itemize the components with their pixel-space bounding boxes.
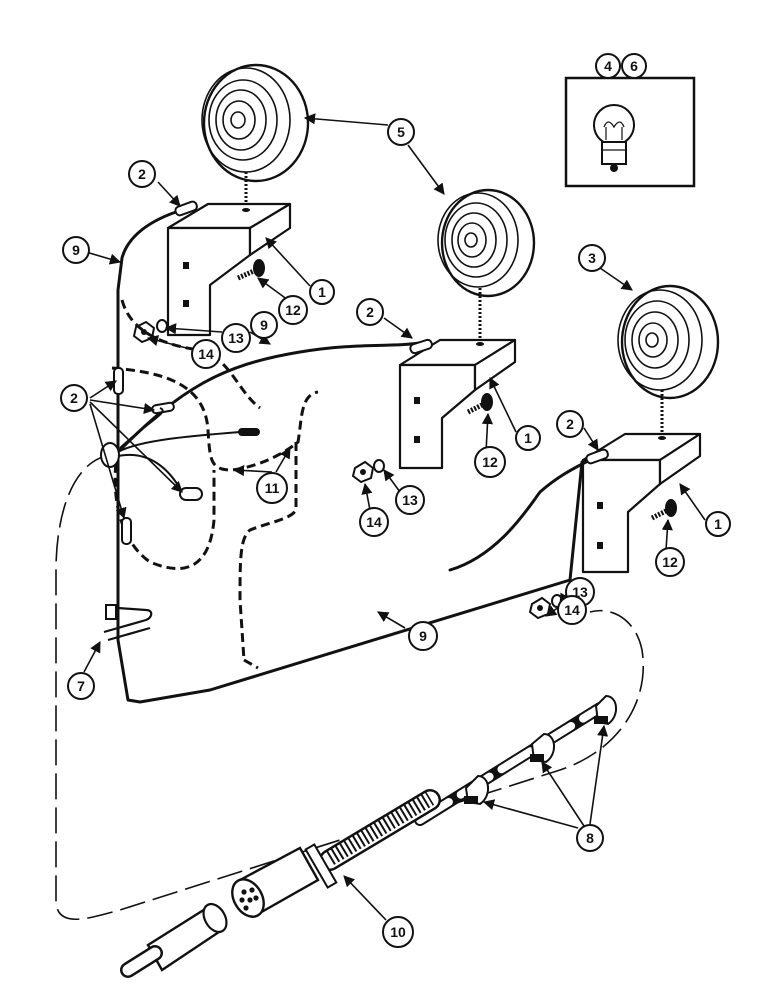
connector-sleeves (100, 200, 609, 545)
dashed-wire-e (243, 658, 259, 670)
svg-text:4: 4 (604, 58, 612, 74)
callout-7: 7 (67, 672, 95, 700)
bolt-12-a (236, 259, 265, 281)
callout-13-b: 13 (395, 485, 425, 515)
svg-text:1: 1 (524, 430, 532, 446)
splice-wires (117, 407, 241, 493)
svg-text:8: 8 (586, 830, 594, 846)
svg-text:9: 9 (72, 242, 80, 258)
callout-2-d: 2 (60, 384, 88, 412)
plug-assembly (120, 789, 441, 978)
svg-text:1: 1 (714, 516, 722, 532)
harness-wire-mid (118, 340, 427, 452)
callout-5: 5 (387, 118, 415, 146)
svg-text:2: 2 (70, 390, 78, 406)
svg-text:10: 10 (390, 924, 406, 940)
bracket-middle (398, 338, 517, 470)
cable-sleeve (414, 694, 617, 826)
svg-text:3: 3 (588, 250, 596, 266)
harness-wire-main (116, 208, 584, 704)
callout-14-c: 14 (557, 595, 587, 625)
svg-text:14: 14 (198, 346, 214, 362)
bulb-inset (564, 76, 696, 188)
callout-2-a: 2 (128, 160, 156, 188)
callout-8: 8 (576, 824, 604, 852)
dashed-wire-d (238, 442, 298, 661)
callout-14-a: 14 (191, 339, 221, 369)
bolt-12-b (466, 393, 493, 415)
dashed-wire-b (111, 366, 319, 472)
nut-washer-b (351, 459, 385, 484)
harness-wire-right (448, 458, 592, 572)
svg-text:6: 6 (630, 58, 638, 74)
callout-12-b: 12 (474, 446, 506, 478)
bolt-12-c (650, 499, 677, 521)
leader-lines (83, 113, 706, 921)
callout-9-c: 9 (408, 621, 438, 651)
callout-10: 10 (382, 916, 414, 948)
lamp-top-left (201, 63, 310, 208)
callout-4: 4 (595, 53, 621, 79)
svg-text:12: 12 (662, 554, 678, 570)
svg-text:14: 14 (564, 602, 580, 618)
svg-text:11: 11 (265, 480, 280, 496)
callout-12-c: 12 (655, 547, 685, 577)
svg-text:2: 2 (566, 416, 574, 432)
callout-2-b: 2 (356, 298, 384, 326)
callout-9-b: 9 (250, 311, 278, 339)
callout-1-b: 1 (515, 425, 541, 451)
svg-text:13: 13 (228, 330, 244, 346)
svg-text:7: 7 (77, 678, 85, 694)
dashed-wire-c (113, 449, 216, 571)
cable-clip (103, 604, 153, 642)
clip-8-c (594, 694, 617, 726)
callout-1-a: 1 (309, 279, 335, 305)
svg-text:2: 2 (138, 166, 146, 182)
callout-14-b: 14 (359, 507, 389, 537)
svg-text:13: 13 (402, 492, 418, 508)
svg-text:14: 14 (366, 514, 382, 530)
bracket-top-left (166, 202, 292, 337)
callout-9-a: 9 (62, 236, 90, 264)
bulb-icon (593, 104, 635, 172)
lamp-right (617, 284, 720, 432)
main-cable-outline (55, 454, 644, 921)
nut-washer-c (528, 594, 563, 620)
callout-13-a: 13 (221, 323, 251, 353)
callout-1-c: 1 (705, 511, 731, 537)
svg-text:2: 2 (366, 304, 374, 320)
svg-text:9: 9 (419, 628, 427, 644)
svg-text:12: 12 (285, 302, 301, 318)
bracket-right (581, 432, 702, 574)
clip-8-b (530, 732, 555, 764)
callout-11: 11 (256, 472, 288, 504)
clip-8-a (464, 774, 489, 806)
svg-text:1: 1 (318, 284, 326, 300)
callout-6: 6 (621, 53, 647, 79)
svg-text:9: 9 (260, 317, 268, 333)
lamp-middle (437, 188, 536, 338)
svg-text:5: 5 (397, 124, 405, 140)
callout-3: 3 (578, 244, 606, 272)
callout-2-c: 2 (556, 410, 584, 438)
callout-12-a: 12 (278, 295, 308, 325)
svg-text:12: 12 (482, 454, 498, 470)
